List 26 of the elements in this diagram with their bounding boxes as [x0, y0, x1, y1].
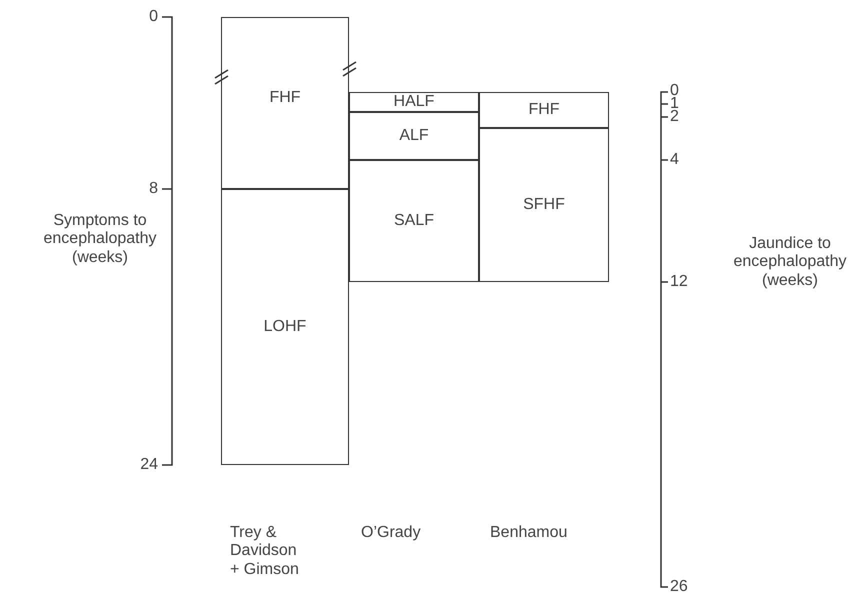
category-box [479, 128, 609, 282]
column-label: O’Grady [361, 524, 422, 542]
category-box [349, 160, 479, 282]
column-label: Benhamou [490, 524, 568, 542]
axis-title: Symptoms to encephalopathy (weeks) [42, 212, 158, 268]
tick-label: 2 [670, 108, 680, 126]
tick-label: 0 [148, 8, 158, 26]
category-label: FHF [269, 90, 301, 106]
category-box [221, 17, 349, 189]
category-box [349, 92, 479, 112]
category-label: LOHF [264, 319, 306, 335]
category-box [479, 92, 609, 128]
category-label: SALF [394, 213, 434, 229]
category-label: HALF [394, 94, 434, 110]
category-label: ALF [399, 128, 429, 144]
category-label: FHF [528, 102, 560, 118]
category-box [221, 189, 349, 465]
tick-label: 12 [670, 273, 689, 292]
tick-label: 8 [148, 180, 158, 198]
category-label: SFHF [523, 197, 565, 213]
category-box [349, 112, 479, 160]
tick-label: 26 [670, 578, 689, 596]
axis-title: Jaundice to encephalopathy (weeks) [732, 235, 848, 290]
tick-label: 24 [139, 456, 158, 474]
tick-label: 4 [670, 151, 680, 170]
column-label: Trey & Davidson + Gimson [230, 524, 300, 580]
